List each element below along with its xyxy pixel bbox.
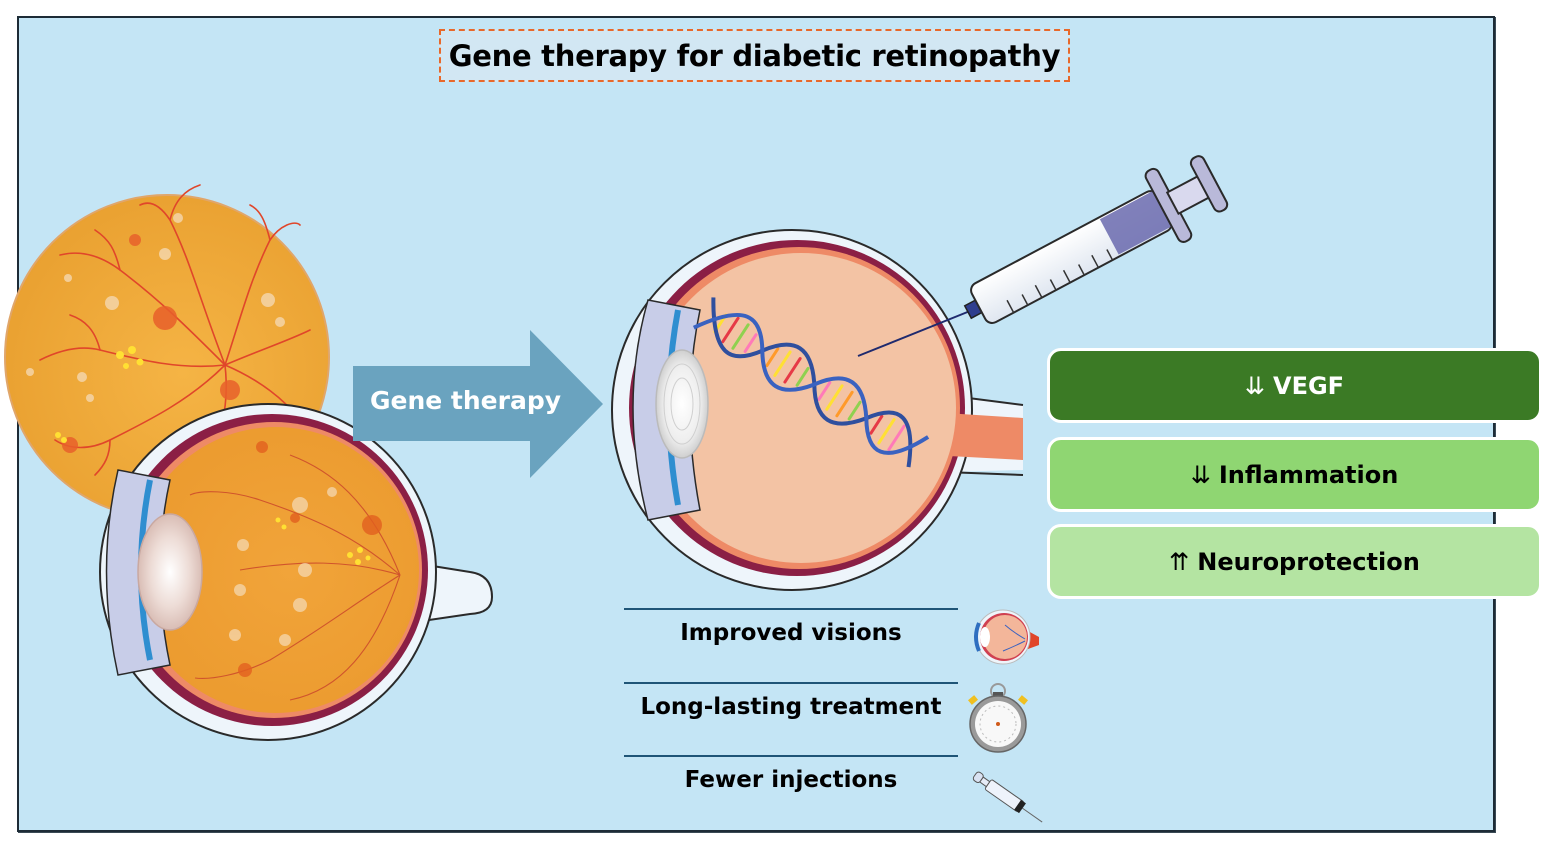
dna-helix [692,297,930,468]
divider [624,608,958,610]
effect-inflammation: ⇊ Inflammation [1047,437,1542,512]
divider [624,682,958,684]
effect-neuroprotection: ⇈ Neuroprotection [1047,524,1542,599]
up-arrows-icon: ⇈ [1169,547,1190,576]
page-title: Gene therapy for diabetic retinopathy [448,38,1061,73]
title-box: Gene therapy for diabetic retinopathy [439,29,1070,82]
right-arrow-icon [353,330,603,478]
syringe-icon [972,771,1043,823]
diabetic-eye-cross-section [99,403,494,741]
eye-icon [974,609,1039,665]
benefit-long-lasting: Long-lasting treatment [640,694,942,720]
gene-therapy-arrow-label: Gene therapy [370,386,562,415]
down-arrows-icon: ⇊ [1190,460,1211,489]
effect-label: VEGF [1273,371,1345,400]
effect-label: Neuroprotection [1197,547,1420,576]
down-arrows-icon: ⇊ [1244,371,1266,400]
effect-label: Inflammation [1218,460,1399,489]
divider [624,755,958,757]
benefit-fewer-injections: Fewer injections [684,767,898,793]
stopwatch-icon [968,683,1028,753]
effect-vegf: ⇊ VEGF [1047,348,1542,423]
benefit-improved-vision: Improved visions [680,620,902,646]
syringe [857,155,1229,357]
